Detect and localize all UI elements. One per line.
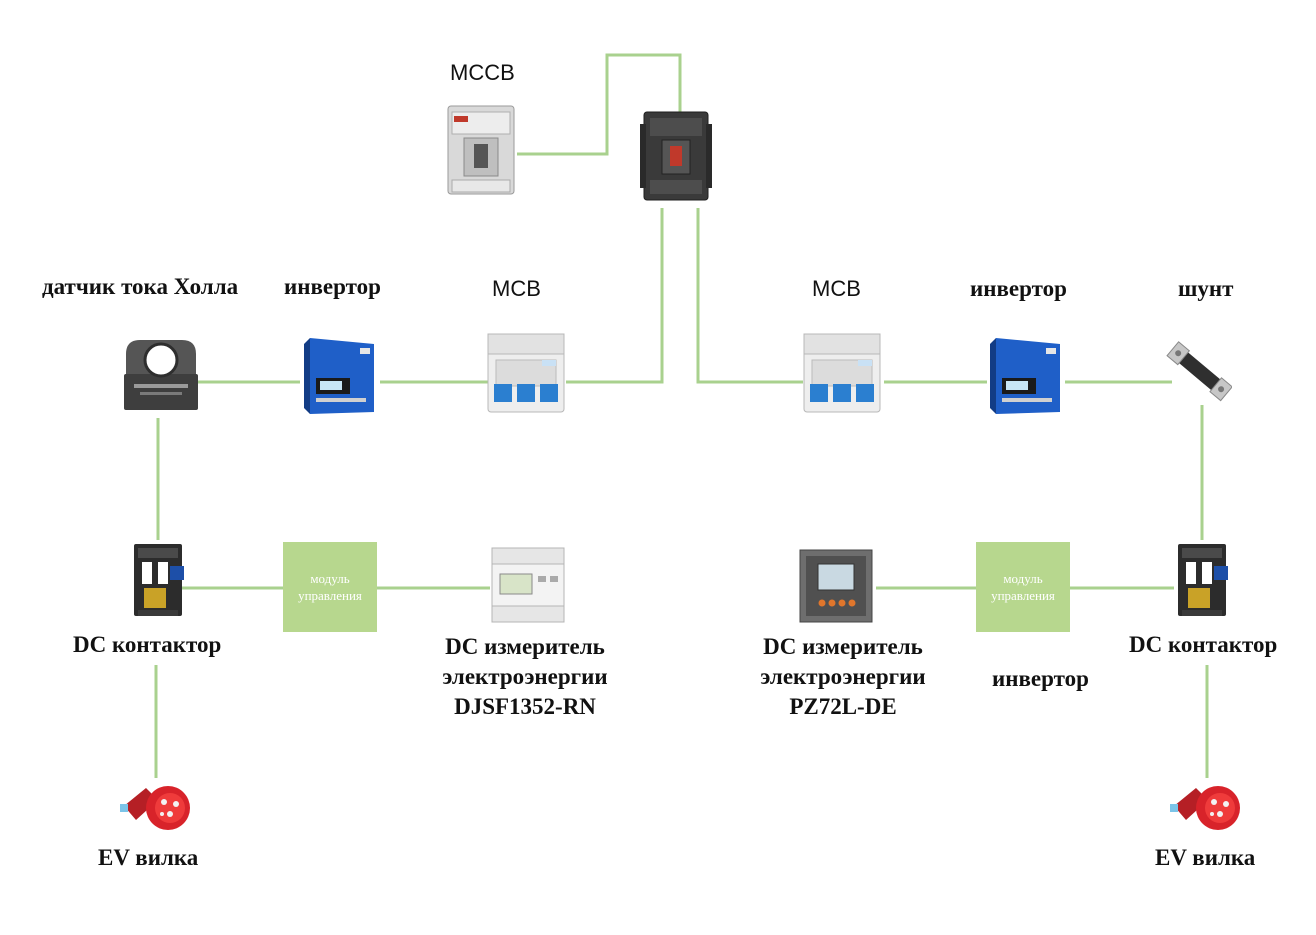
- label-inverter-extra: инвертор: [992, 666, 1089, 691]
- label-dc-contactor-right: DC контактор: [1129, 632, 1278, 657]
- main-breaker-icon: [640, 111, 712, 201]
- wire-mccb-main: [517, 53, 682, 156]
- panel-meter-icon: [799, 549, 873, 623]
- label-dc-contactor-left: DC контактор: [73, 632, 222, 657]
- module-right-line2: управления: [991, 588, 1055, 603]
- label-shunt: шунт: [1178, 276, 1234, 301]
- wire-main-left: [566, 208, 664, 384]
- meter-right-line2: электроэнергии: [760, 664, 926, 689]
- label-meter-right: DC измеритель электроэнергии PZ72L-DE: [738, 632, 948, 722]
- label-mccb: MCCB: [450, 60, 515, 85]
- ev-plug-icon: [120, 786, 190, 830]
- label-hall-sensor: датчик тока Холла: [42, 274, 239, 299]
- control-module-left: модуль управления: [283, 542, 377, 632]
- ev-plug-icon: [1170, 786, 1240, 830]
- module-right-line1: модуль: [1003, 571, 1043, 586]
- mccb-icon: [447, 105, 515, 195]
- shunt-icon: [1166, 341, 1232, 402]
- label-mcb-left: MCB: [492, 276, 541, 301]
- meter-left-line1: DC измеритель: [445, 634, 605, 659]
- meter-left-line3: DJSF1352-RN: [454, 694, 596, 719]
- din-meter-icon: [491, 547, 565, 623]
- label-mcb-right: MCB: [812, 276, 861, 301]
- module-left-line2: управления: [298, 588, 362, 603]
- wire-main-right: [696, 208, 803, 384]
- hall-sensor-icon: [124, 340, 198, 410]
- meter-right-line3: PZ72L-DE: [789, 694, 897, 719]
- inverter-icon: [304, 338, 374, 414]
- module-left-line1: модуль: [310, 571, 350, 586]
- meter-left-line2: электроэнергии: [442, 664, 608, 689]
- mcb-icon: [487, 333, 565, 413]
- control-module-right: модуль управления: [976, 542, 1070, 632]
- label-inverter-left: инвертор: [284, 274, 381, 299]
- contactor-icon: [134, 544, 184, 616]
- meter-right-line1: DC измеритель: [763, 634, 923, 659]
- contactor-icon: [1178, 544, 1228, 616]
- label-ev-plug-left: EV вилка: [98, 845, 199, 870]
- mcb-icon: [803, 333, 881, 413]
- label-meter-left: DC измеритель электроэнергии DJSF1352-RN: [420, 632, 630, 722]
- label-ev-plug-right: EV вилка: [1155, 845, 1256, 870]
- label-inverter-right: инвертор: [970, 276, 1067, 301]
- inverter-icon: [990, 338, 1060, 414]
